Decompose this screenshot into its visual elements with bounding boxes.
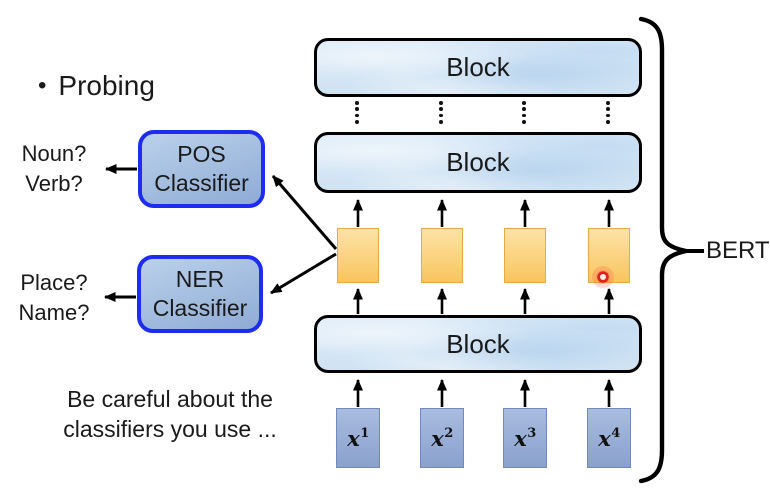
input-label-x1: x1 [347, 425, 370, 451]
input-label-x3: x3 [514, 425, 537, 451]
ner-output-questions: Place? Name? [8, 268, 100, 328]
block-bottom: Block [314, 315, 642, 373]
vertical-ellipsis-icon [438, 101, 444, 124]
vertical-ellipsis-icon [354, 101, 360, 124]
embedding-token-1 [337, 228, 379, 283]
input-token-x1: x1 [336, 408, 380, 468]
input-label-x2: x2 [431, 425, 454, 451]
input-token-x2: x2 [420, 408, 464, 468]
probing-label: Probing [58, 70, 155, 101]
embedding-token-4 [588, 228, 630, 283]
input-label-x4: x4 [598, 425, 621, 451]
vertical-ellipsis-icon [605, 101, 611, 124]
block-middle-label: Block [446, 147, 510, 177]
pos-question-2: Verb? [25, 171, 83, 196]
pos-output-questions: Noun? Verb? [8, 139, 100, 199]
caution-note-line2: classifiers you use ... [63, 416, 277, 442]
pos-classifier-line1: POS [177, 141, 226, 167]
ner-classifier-line2: Classifier [152, 295, 248, 321]
block-top: Block [314, 38, 642, 97]
embedding-token-3 [504, 228, 546, 283]
ner-classifier-line1: NER [175, 266, 225, 292]
pos-question-1: Noun? [21, 141, 87, 166]
probing-heading: • Probing [38, 70, 155, 102]
block-middle: Block [314, 132, 642, 193]
input-token-x4: x4 [587, 408, 631, 468]
caution-note: Be careful about the classifiers you use… [50, 384, 290, 444]
pos-classifier-line2: Classifier [154, 170, 249, 196]
ner-question-2: Name? [18, 300, 90, 325]
block-top-label: Block [446, 52, 510, 82]
bert-brace [638, 16, 687, 484]
bert-label: BERT [706, 237, 770, 264]
embedding-token-2 [421, 228, 463, 283]
ner-classifier-box: NER Classifier [137, 255, 263, 333]
pos-classifier-box: POS Classifier [138, 130, 265, 208]
input-token-x3: x3 [503, 408, 547, 468]
block-bottom-label: Block [446, 328, 510, 359]
bullet-icon: • [38, 72, 47, 99]
arrow-embedding-to-ner-classifier [270, 252, 337, 295]
ner-question-1: Place? [20, 270, 88, 295]
vertical-ellipsis-icon [521, 101, 527, 124]
caution-note-line1: Be careful about the [67, 386, 273, 412]
